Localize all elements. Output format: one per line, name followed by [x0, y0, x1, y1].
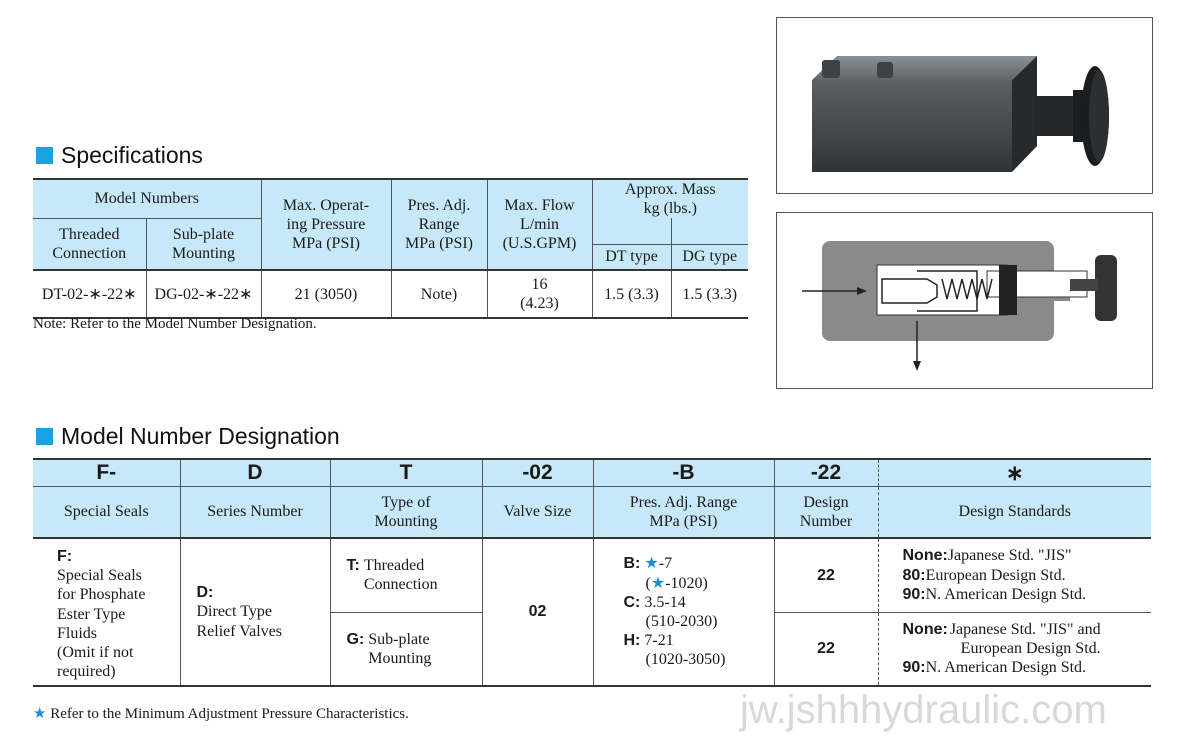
std1-90-key: 90:	[902, 585, 926, 603]
product-photo	[776, 17, 1153, 194]
max-pressure-header: Max. Operat- ing Pressure MPa (PSI)	[260, 179, 391, 271]
std1-80-key: 80:	[902, 566, 926, 584]
dg-type-header: DG type	[671, 244, 748, 269]
max-pressure-value: 21 (3050)	[260, 269, 391, 319]
table-row: G: Sub-plate Mounting 22 None:Japanese S…	[33, 611, 1151, 686]
mount-t-key: T:	[346, 557, 360, 575]
specifications-note: Note: Refer to the Model Number Designat…	[33, 316, 317, 332]
seals-key: F:	[57, 548, 73, 565]
specifications-title: Specifications	[61, 142, 203, 168]
max-flow-header: Max. Flow L/min (U.S.GPM)	[486, 179, 592, 271]
label-mounting: Type of Mounting	[329, 486, 482, 538]
footnote-text: Refer to the Minimum Adjustment Pressure…	[50, 706, 409, 722]
code-pres-range: -B	[592, 459, 774, 487]
specifications-heading: Specifications	[36, 142, 203, 169]
code-mounting: T	[329, 459, 482, 487]
std2-90: N. American Design Std.	[925, 659, 1087, 677]
range-c-key: C:	[623, 593, 641, 611]
designation-table: F- D T -02 -B -22 ∗ Special Seals Series…	[33, 458, 1151, 687]
range-h-val: 7-21	[644, 632, 674, 650]
dt-type-header-cell: DT type	[591, 218, 671, 271]
label-design-standard: Design Standards	[877, 486, 1151, 538]
valve-size-value: 02	[481, 537, 593, 686]
pres-adj-value: Note)	[390, 269, 487, 319]
seals-cell: F: Special Seals for Phosphate Ester Typ…	[33, 537, 180, 686]
std2-90-key: 90:	[902, 659, 926, 677]
table-row: F: Special Seals for Phosphate Ester Typ…	[33, 537, 1151, 686]
dt-type-header: DT type	[592, 244, 671, 269]
subplate-header: Sub-plate Mounting	[145, 217, 261, 271]
label-design-number: Design Number	[773, 486, 878, 538]
valve-photo-icon	[812, 56, 1109, 172]
range-b-key: B:	[623, 555, 641, 573]
seals-desc: Special Seals for Phosphate Ester Type F…	[57, 567, 146, 681]
mount-g-cell: G: Sub-plate Mounting	[329, 611, 482, 686]
threaded-model: DT-02-∗-22∗	[33, 269, 146, 319]
code-design-number: -22	[773, 459, 878, 487]
range-c-val: 3.5-14	[644, 593, 686, 611]
range-b-val: -7	[658, 555, 673, 573]
code-series: D	[179, 459, 330, 487]
mount-g-desc: Sub-plate Mounting	[368, 630, 432, 667]
mount-t-cell: T: Threaded Connection	[329, 537, 482, 612]
designation-heading: Model Number Designation	[36, 423, 340, 450]
std1-none-key: None:	[902, 547, 948, 565]
label-pres-range: Pres. Adj. Range MPa (PSI)	[592, 486, 774, 538]
star-icon: ★	[33, 706, 47, 722]
range-h-psi: (1020-3050)	[645, 651, 726, 669]
model-numbers-header: Model Numbers	[33, 179, 261, 219]
pres-range-cell: B: ★-7 (★-1020) C: 3.5-14 (510-2030) H: …	[592, 537, 774, 686]
series-desc: Direct Type Relief Valves	[196, 603, 282, 640]
series-cell: D: Direct Type Relief Valves	[179, 537, 330, 686]
dt-mass-value: 1.5 (3.3)	[591, 269, 671, 319]
specifications-table: Model Numbers Max. Operat- ing Pressure …	[33, 178, 748, 320]
std1-90: N. American Design Std.	[925, 585, 1087, 603]
star-icon: ★	[644, 555, 659, 573]
range-c-psi: (510-2030)	[645, 613, 718, 630]
designation-title: Model Number Designation	[61, 423, 340, 449]
standards-cell-2: None:Japanese Std. "JIS" and European De…	[877, 611, 1151, 686]
range-b-psi: -1020)	[665, 574, 708, 592]
std2-none-key: None:	[902, 620, 948, 638]
std2-none: Japanese Std. "JIS" and European Design …	[949, 620, 1101, 658]
table-row: DT-02-∗-22∗ DG-02-∗-22∗ 21 (3050) Note) …	[33, 269, 748, 319]
standards-cell-1: None:Japanese Std. "JIS" 80:European Des…	[877, 537, 1151, 612]
valve-cross-section-icon	[802, 241, 1117, 371]
label-series: Series Number	[179, 486, 330, 538]
threaded-header: Threaded Connection	[33, 217, 146, 271]
label-valve-size: Valve Size	[481, 486, 593, 538]
code-design-standard: ∗	[877, 459, 1151, 487]
mass-header: Approx. Mass kg (lbs.)	[591, 179, 748, 219]
pres-adj-header: Pres. Adj. Range MPa (PSI)	[390, 179, 487, 271]
max-flow-value: 16 (4.23)	[486, 269, 592, 319]
std1-none: Japanese Std. "JIS"	[947, 547, 1072, 565]
mount-t-desc: Threaded Connection	[363, 557, 438, 594]
footnote: ★ Refer to the Minimum Adjustment Pressu…	[33, 704, 409, 723]
section-marker-icon	[36, 147, 53, 164]
range-h-key: H:	[623, 632, 641, 650]
design-number-2: 22	[773, 611, 878, 686]
dg-mass-value: 1.5 (3.3)	[670, 269, 748, 319]
watermark: jw.jshhhydraulic.com	[740, 688, 1107, 732]
mount-g-key: G:	[346, 630, 365, 648]
dg-type-header-cell: DG type	[670, 218, 748, 271]
code-valve-size: -02	[481, 459, 593, 487]
subplate-model: DG-02-∗-22∗	[145, 269, 261, 319]
series-key: D:	[196, 584, 214, 602]
std1-80: European Design Std.	[925, 566, 1066, 584]
star-icon: ★	[650, 574, 666, 592]
code-seals: F-	[33, 459, 180, 487]
section-marker-icon	[36, 428, 53, 445]
label-seals: Special Seals	[33, 486, 180, 538]
design-number-1: 22	[773, 537, 878, 612]
cross-section-diagram	[776, 212, 1153, 389]
